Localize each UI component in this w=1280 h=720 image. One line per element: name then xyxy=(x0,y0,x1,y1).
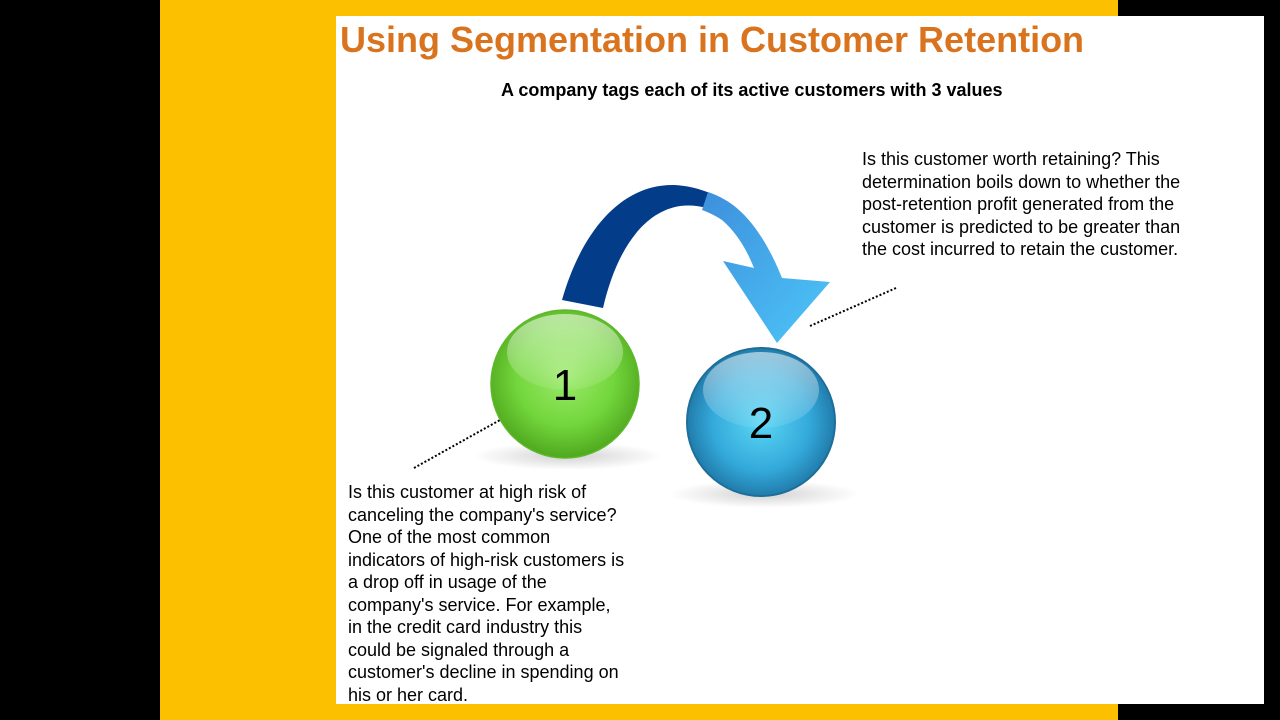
curved-arrow-icon xyxy=(562,184,830,343)
step-1-number: 1 xyxy=(553,361,577,410)
slide-title: Using Segmentation in Customer Retention xyxy=(340,19,1085,60)
slide-canvas: Using Segmentation in Customer Retention… xyxy=(336,16,1264,704)
step-2-description: Is this customer worth retaining? This d… xyxy=(862,149,1181,259)
connector-line-2 xyxy=(809,287,897,327)
connector-line-1 xyxy=(413,419,501,469)
step-2-number: 2 xyxy=(749,399,773,448)
step-2-ball: 2 xyxy=(686,347,836,497)
slide-frame: Using Segmentation in Customer Retention… xyxy=(160,0,1264,720)
segmentation-diagram: 1 2 xyxy=(413,184,897,508)
step-1-ball: 1 xyxy=(490,309,640,459)
step-1-description: Is this customer at high risk of canceli… xyxy=(348,482,625,704)
slide-subtitle: A company tags each of its active custom… xyxy=(501,80,1003,100)
